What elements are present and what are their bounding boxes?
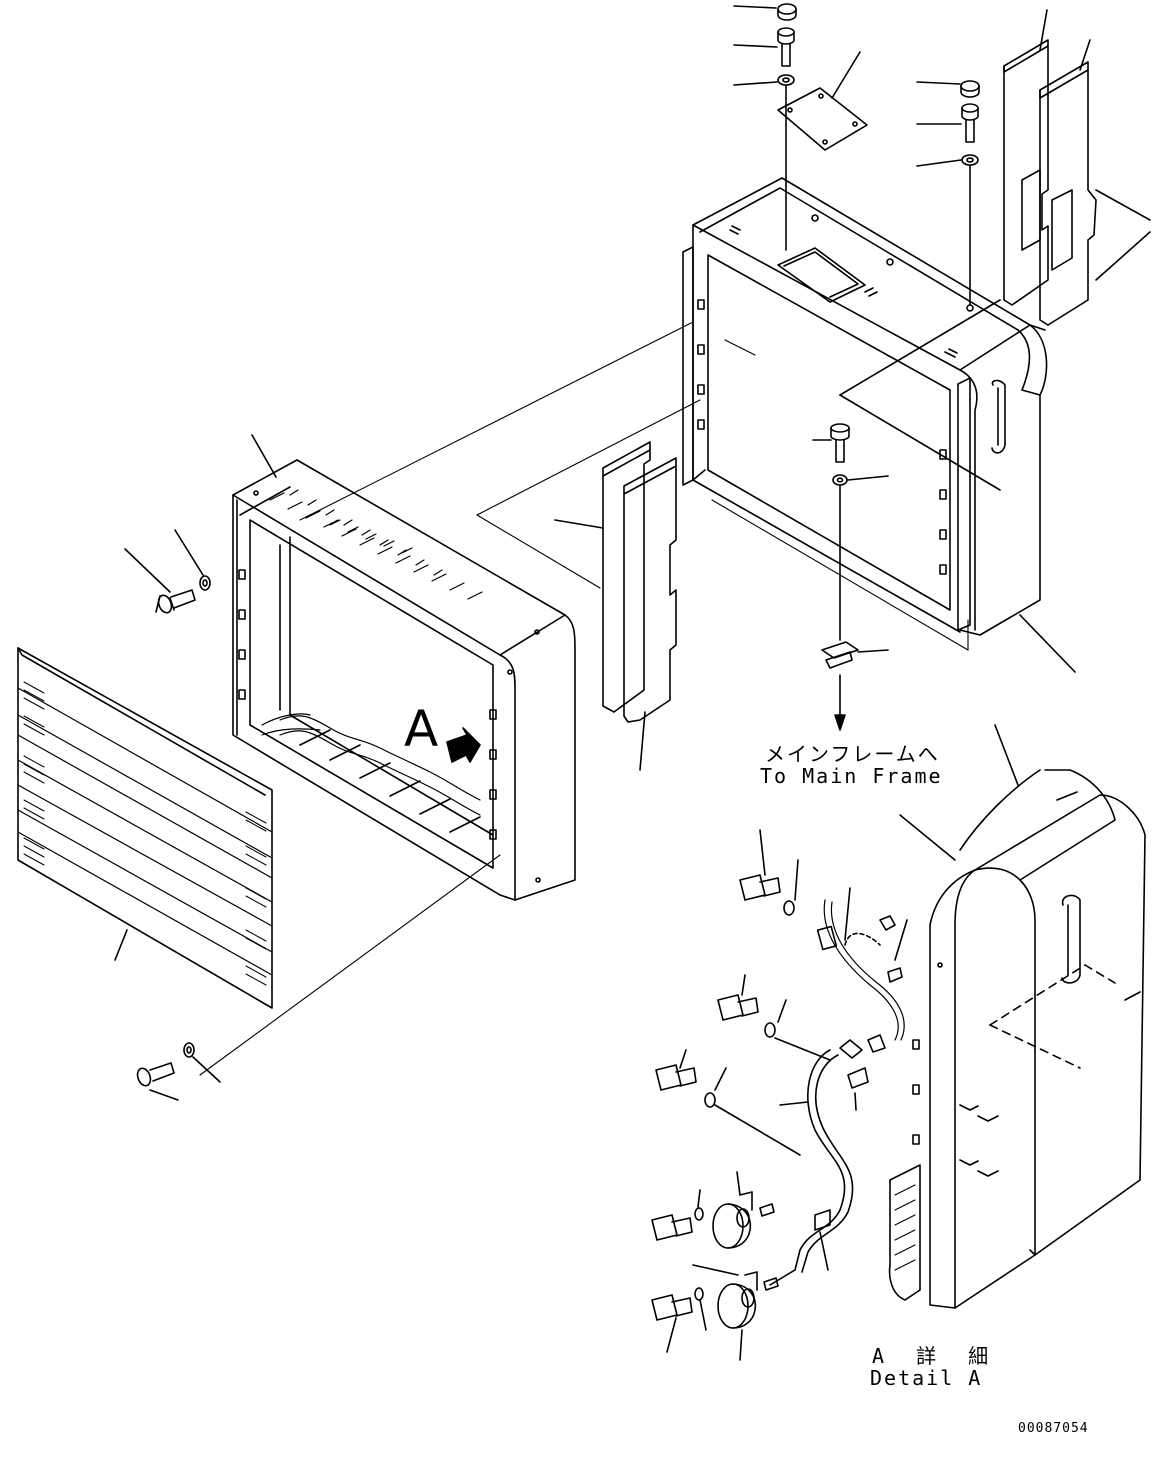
center-seal-strip-2 (623, 457, 677, 771)
right-cap (916, 80, 980, 98)
top-cap-left (733, 3, 797, 21)
front-grille-panel (17, 647, 273, 1009)
detail-a-label-en: Detail A (870, 1366, 983, 1390)
detail-a-assembly (888, 724, 1146, 1309)
to-main-frame-label-en: To Main Frame (760, 764, 943, 788)
top-bolt-left (733, 27, 795, 67)
rear-housing (682, 177, 1076, 673)
drawing-number: 00087054 (1018, 1421, 1089, 1436)
horn-wiring-harness (769, 887, 908, 1286)
side-seal-strip-1 (1003, 9, 1049, 306)
horn-lower (692, 1264, 779, 1361)
horn-upper (712, 1171, 775, 1249)
detail-a-bolts (651, 829, 831, 1353)
right-washer (916, 154, 979, 306)
right-bolt (916, 103, 979, 143)
access-cover-plate (777, 51, 868, 251)
view-a-marker: A (404, 700, 439, 758)
grille-frame (232, 434, 576, 901)
grille-bolt-lower (136, 1042, 221, 1101)
main-frame-bracket (821, 641, 889, 731)
detail-a-label-jp: A 詳 細 (872, 1344, 999, 1368)
frame-bolt-upper (124, 529, 211, 614)
top-washer-left (733, 74, 795, 86)
to-main-frame-label-jp: メインフレームへ (765, 742, 940, 766)
center-seal-strip-1 (554, 441, 651, 713)
alignment-lines (199, 321, 969, 1076)
side-seal-strip-2 (1021, 39, 1151, 326)
